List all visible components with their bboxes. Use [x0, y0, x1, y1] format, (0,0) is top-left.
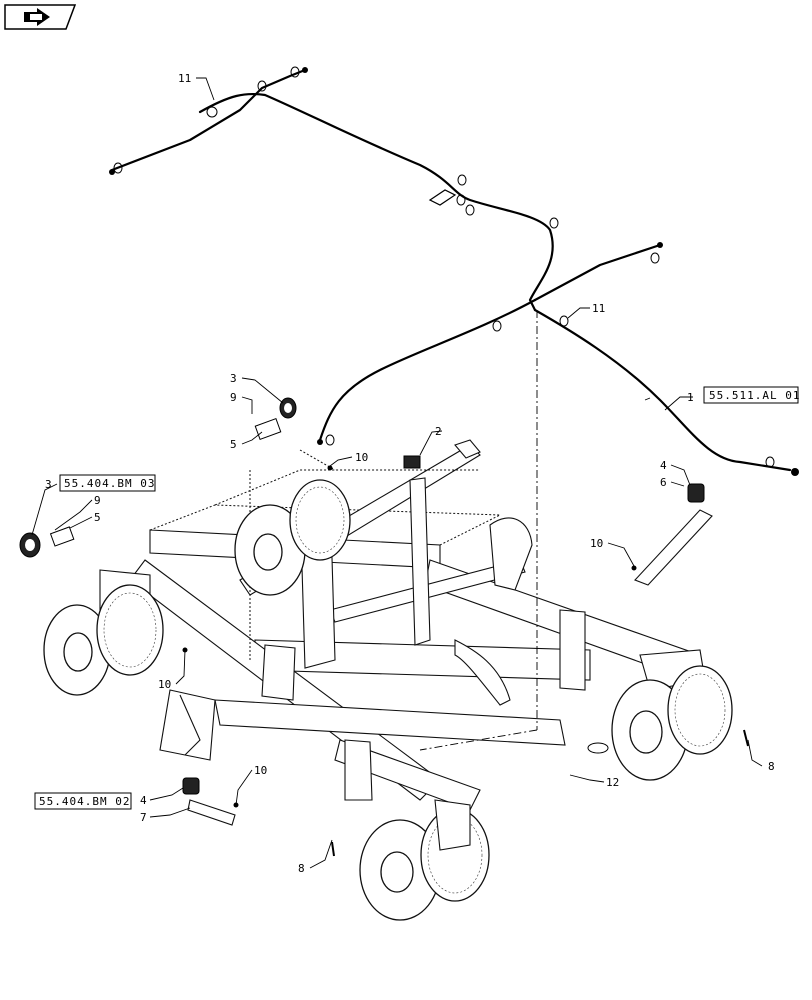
lamp-rear [182, 777, 236, 826]
callout-1: 1 [687, 391, 694, 404]
ref-box-harness[interactable]: 55.511.AL 01 [703, 386, 800, 404]
lamp-left-upper [254, 397, 297, 440]
callout-3a: 3 [230, 372, 237, 385]
callout-12: 12 [606, 776, 619, 789]
callout-7: 7 [140, 811, 147, 824]
callout-9a: 9 [230, 391, 237, 404]
callout-10d: 10 [254, 764, 267, 777]
wheel-left-rear [43, 584, 164, 696]
connector-icon [206, 106, 218, 118]
callout-4b: 4 [140, 794, 147, 807]
wiring-harness [109, 66, 799, 476]
ref-box-left-lamp[interactable]: 55.404.BM 03 [59, 474, 156, 492]
callout-6: 6 [660, 476, 667, 489]
ref-left-lamp-label: 55.404.BM 03 [64, 477, 155, 490]
coil-12 [587, 742, 609, 754]
fasteners [182, 465, 749, 857]
callout-8b: 8 [298, 862, 305, 875]
callout-10c: 10 [158, 678, 171, 691]
callout-5b: 5 [94, 511, 101, 524]
callout-10b: 10 [590, 537, 603, 550]
callout-numbers: 11 11 1 2 3 9 5 10 3 9 5 4 6 10 10 4 7 1… [45, 72, 775, 875]
nav-arrow-badge[interactable] [4, 4, 76, 30]
callout-11b: 11 [592, 302, 605, 315]
ref-rear-lamp-label: 55.404.BM 02 [39, 795, 130, 808]
callout-8a: 8 [768, 760, 775, 773]
arrow-next-icon [24, 8, 50, 26]
callout-2: 2 [435, 425, 442, 438]
wheel-left-front [234, 479, 351, 596]
lamp-right [634, 483, 713, 586]
callout-9b: 9 [94, 494, 101, 507]
callout-10a: 10 [355, 451, 368, 464]
lamp-left-outer [19, 526, 75, 558]
leader-lines [31, 77, 763, 869]
module-box [403, 455, 421, 469]
wheel-front-center [359, 799, 490, 921]
ref-box-rear-lamp[interactable]: 55.404.BM 02 [34, 792, 132, 810]
wheel-right-rear [611, 665, 733, 781]
callout-5a: 5 [230, 438, 237, 451]
ref-harness-label: 55.511.AL 01 [709, 389, 800, 402]
callout-3b: 3 [45, 478, 52, 491]
implement-frame [99, 439, 706, 811]
callout-4a: 4 [660, 459, 667, 472]
callout-11a: 11 [178, 72, 191, 85]
